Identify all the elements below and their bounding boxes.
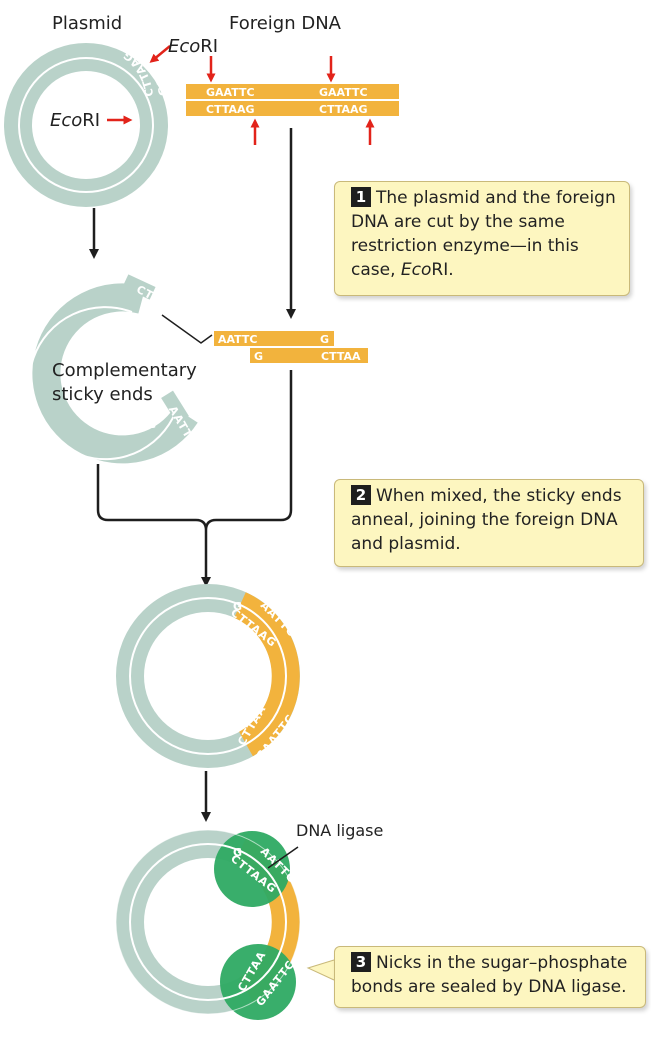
ligase-callout (267, 846, 299, 869)
step-2-badge: 2 (351, 485, 371, 505)
cut-dna-aattc: AATTC (218, 333, 258, 346)
complementary-label: Complementary (52, 360, 197, 381)
foreign-site-1-bottom: CTTAAG (206, 103, 255, 116)
step-3-line2: bonds are sealed by DNA ligase. (351, 977, 627, 997)
step3-callout-tail (306, 959, 335, 981)
step-1-line3: restriction enzyme—in this (351, 236, 579, 256)
plasmid-label: Plasmid (52, 13, 123, 34)
ligated-g-top: G (233, 846, 243, 859)
ligated-plasmid (115, 829, 301, 1020)
step-3-line1: Nicks in the sugar–phosphate (376, 953, 628, 973)
cut-plasmid-g-bottom: G (147, 418, 157, 431)
foreign-dna-strand (186, 84, 399, 116)
cut-plasmid (28, 274, 198, 464)
step-2-line1: When mixed, the sticky ends (376, 486, 622, 506)
step-3-badge: 3 (351, 952, 371, 972)
dna-ligase-label: DNA ligase (296, 821, 384, 840)
step-1-line1: The plasmid and the foreign (376, 188, 616, 208)
foreign-site-1-top: GAATTC (206, 86, 255, 99)
step-2-line2: anneal, joining the foreign DNA (351, 510, 618, 530)
cut-plasmid-g-top: G (141, 271, 151, 284)
cut-dna-g-top: G (320, 333, 329, 346)
step-1-line4: case, EcoRI. (351, 260, 454, 280)
foreign-site-2-bottom: CTTAAG (319, 103, 368, 116)
ecori-label-left: EcoRI (50, 110, 101, 131)
sticky-ends-callout (161, 314, 213, 344)
cut-dna-g-bottom: G (254, 350, 263, 363)
cut-foreign-dna (214, 331, 368, 363)
ecori-label-top: EcoRI (168, 36, 219, 57)
foreign-site-2-top: GAATTC (319, 86, 368, 99)
foreign-dna-label: Foreign DNA (229, 13, 341, 34)
cut-dna-cttaa: CTTAA (321, 350, 361, 363)
step-2-line3: and plasmid. (351, 534, 461, 554)
step-1-line2: DNA are cut by the same (351, 212, 565, 232)
recombinant-plasmid (116, 584, 300, 768)
ecori-arrow-top (149, 45, 171, 63)
step-1-badge: 1 (351, 187, 371, 207)
sticky-ends-label: sticky ends (52, 384, 153, 405)
recombinant-g-top: G (233, 600, 243, 613)
plasmid-ring (4, 43, 168, 207)
ligase-blob-top (214, 831, 290, 907)
